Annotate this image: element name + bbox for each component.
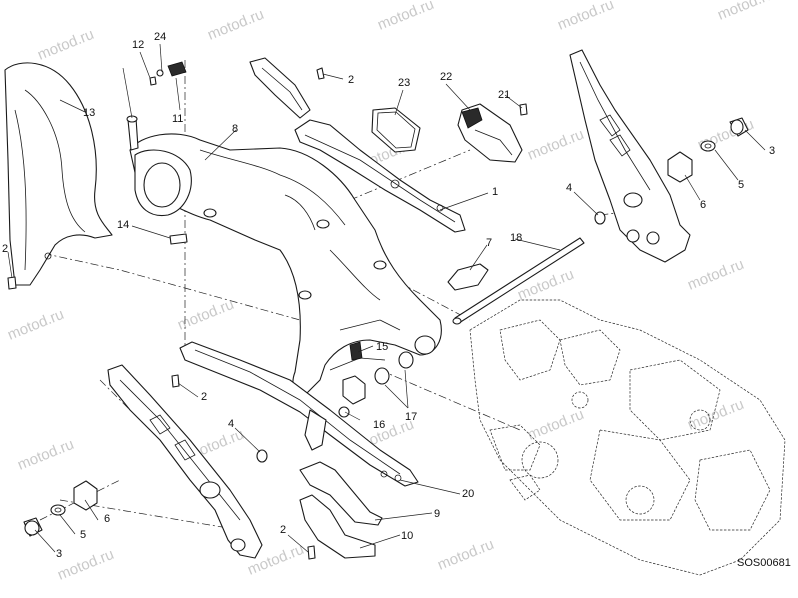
callout-21: 21 [498,89,510,101]
engine-outline [469,299,786,576]
callout-17: 17 [405,411,417,423]
callout-8: 8 [232,123,238,135]
callout-23: 23 [398,77,410,89]
callout-14: 14 [117,219,129,231]
callout-4-right: 4 [566,182,572,194]
callout-9: 9 [434,508,440,520]
callout-1: 1 [492,186,498,198]
lower-slider-9 [299,461,383,526]
callout-20: 20 [462,488,474,500]
cover-22 [457,103,523,163]
callout-labels: 13 13 12 24 11 8 2 23 22 21 1 4 3 5 6 7 … [2,31,775,560]
chain-guard-lower [179,341,419,487]
callout-24: 24 [154,31,166,43]
callout-3-left: 3 [56,548,62,560]
callout-7: 7 [486,237,492,249]
callout-5-right: 5 [738,179,744,191]
watermark-text: motod.ru [175,296,236,334]
callout-11: 11 [172,113,183,125]
chain-guard [294,119,466,233]
left-peg-hardware [23,449,268,537]
right-peg-hardware [594,117,749,225]
watermark-text: motod.ru [35,26,96,64]
callout-6-right: 6 [700,199,706,211]
callout-6-left: 6 [104,513,110,525]
pivot-shaft-18 [452,237,585,325]
watermark-text: motod.ru [555,0,616,34]
callout-16: 16 [373,419,385,431]
callout-15: 15 [376,341,388,353]
callout-5-left: 5 [80,529,86,541]
left-footpeg-bracket [107,364,263,559]
swingarm [129,133,442,396]
callout-2-bottom: 2 [280,524,286,536]
watermark-text: motod.ru [435,536,496,574]
leader-lines [7,43,766,553]
callout-2-top: 2 [348,74,354,86]
callout-12: 12 [132,39,144,51]
callout-13: 13 [83,107,95,119]
drawing-code: SOS00681 [737,557,791,569]
pivot-hardware [338,341,414,418]
callout-2-mid: 2 [201,391,207,403]
small-bolts [7,67,528,560]
right-footpeg-bracket [569,49,691,263]
callout-2-left: 2 [2,243,8,255]
callout-3-right: 3 [769,145,775,157]
watermark-text: motod.ru [5,306,66,344]
callout-4-left: 4 [228,418,234,430]
pad-23 [371,107,421,153]
callout-22: 22 [440,71,452,83]
bolt-hardware-top [126,61,187,151]
lower-slider-10 [299,494,376,559]
watermark-text: motod.ru [525,126,586,164]
watermark-text: motod.ru [715,0,776,24]
watermark-text: motod.ru [55,546,116,584]
watermark-text: motod.ru [375,0,436,34]
watermark-text: motod.ru [515,266,576,304]
watermark-text: motod.ru [15,436,76,474]
rear-mudguard [4,62,113,286]
callout-18: 18 [510,232,522,244]
watermark-text: motod.ru [205,6,266,44]
pad-7 [447,263,489,291]
watermark-text: motod.ru [685,256,746,294]
callout-10: 10 [401,530,413,542]
watermark-text: motod.ru [525,406,586,444]
chain-slider-upper [249,57,311,119]
